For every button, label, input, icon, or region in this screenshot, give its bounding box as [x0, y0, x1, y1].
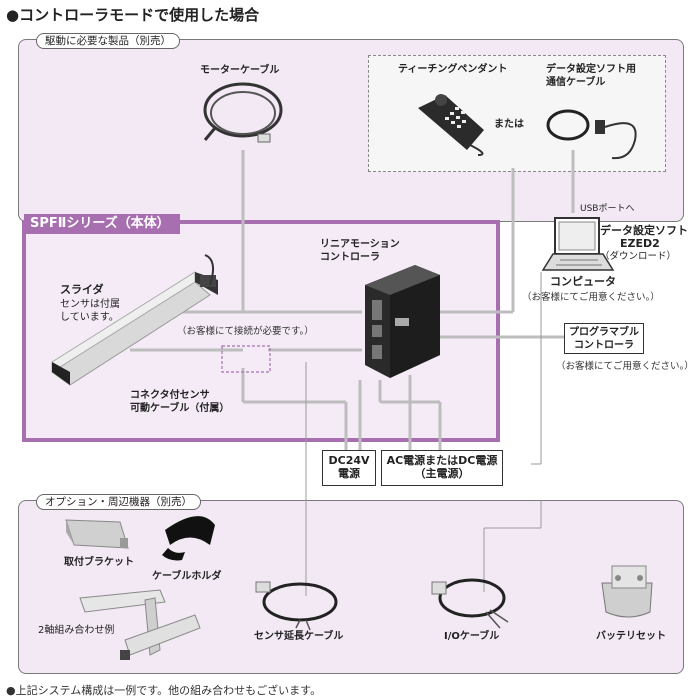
sensor-cable-label-2: 可動ケーブル（付属） — [130, 403, 230, 414]
slider-image — [51, 254, 218, 386]
pendant-or-cable-area — [368, 55, 666, 172]
sensor-ext-cable-label: センサ延長ケーブル — [254, 631, 344, 642]
data-cable-label-1: データ設定ソフト用 — [546, 64, 636, 75]
battery-set-label: バッテリセット — [596, 631, 666, 642]
main-power-label-1: AC電源またはDC電源 — [386, 454, 498, 467]
slider-note-2: しています。 — [60, 312, 119, 323]
data-cable-label-2: 通信ケーブル — [546, 77, 606, 88]
options-label: オプション・周辺機器（別売） — [36, 494, 201, 510]
teaching-pendant-image — [418, 94, 484, 156]
controller-label-1: リニアモーション — [320, 239, 400, 250]
motor-cable-label: モーターケーブル — [200, 65, 280, 76]
software-label: データ設定ソフト — [600, 224, 688, 237]
sensor-cable-label-1: コネクタ付センサ — [130, 390, 210, 401]
controller-image — [365, 265, 440, 378]
or-label: または — [494, 119, 524, 130]
two-axis-label: 2軸組み合わせ例 — [38, 625, 115, 636]
dc24v-power-box: DC24V 電源 — [322, 450, 376, 486]
download-label: （ダウンロード） — [600, 251, 677, 262]
bracket-image — [65, 519, 129, 549]
sensor-extension-cable-image — [255, 581, 338, 631]
cable-holder-image — [162, 516, 215, 561]
computer-note: （お客様にてご用意ください。） — [522, 292, 660, 303]
slider-label: スライダ — [60, 283, 104, 296]
spf-series-label: SPFⅡシリーズ（本体） — [24, 214, 180, 234]
plc-note: （お客様にてご用意ください。） — [556, 361, 694, 372]
ezed-label: EZED2 — [620, 237, 660, 250]
battery-set-image — [601, 565, 653, 618]
main-power-box: AC電源またはDC電源 （主電源） — [381, 450, 503, 486]
two-axis-image — [79, 589, 201, 660]
plc-label-1: プログラマブル — [569, 327, 639, 338]
footer-note: ●上記システム構成は一例です。他の組み合わせもございます。 — [6, 684, 322, 697]
computer-label: コンピュータ — [550, 275, 616, 288]
computer-image — [541, 217, 615, 271]
main-power-label-2: （主電源） — [414, 467, 470, 480]
dc24v-label-2: 電源 — [338, 467, 360, 480]
dc24v-label-1: DC24V — [328, 454, 370, 467]
motor-cable-image — [203, 82, 283, 143]
teaching-pendant-label: ティーチングペンダント — [398, 64, 508, 75]
bracket-label: 取付ブラケット — [64, 557, 134, 568]
io-cable-label: I/Oケーブル — [444, 631, 500, 642]
controller-label-2: コントローラ — [320, 252, 380, 263]
plc-label-2: コントローラ — [574, 340, 634, 351]
plc-box: プログラマブル コントローラ — [564, 323, 644, 354]
usb-port-label: USBポートへ — [580, 204, 635, 214]
cable-holder-label: ケーブルホルダ — [152, 571, 222, 582]
required-products-label: 駆動に必要な製品（別売） — [36, 33, 180, 49]
slider-note-1: センサは付属 — [60, 299, 120, 310]
data-cable-image — [546, 109, 637, 160]
io-cable-image — [431, 578, 509, 629]
page-title: ●コントローラモードで使用した場合 — [6, 6, 260, 24]
connection-note: （お客様にて接続が必要です。） — [177, 326, 314, 337]
